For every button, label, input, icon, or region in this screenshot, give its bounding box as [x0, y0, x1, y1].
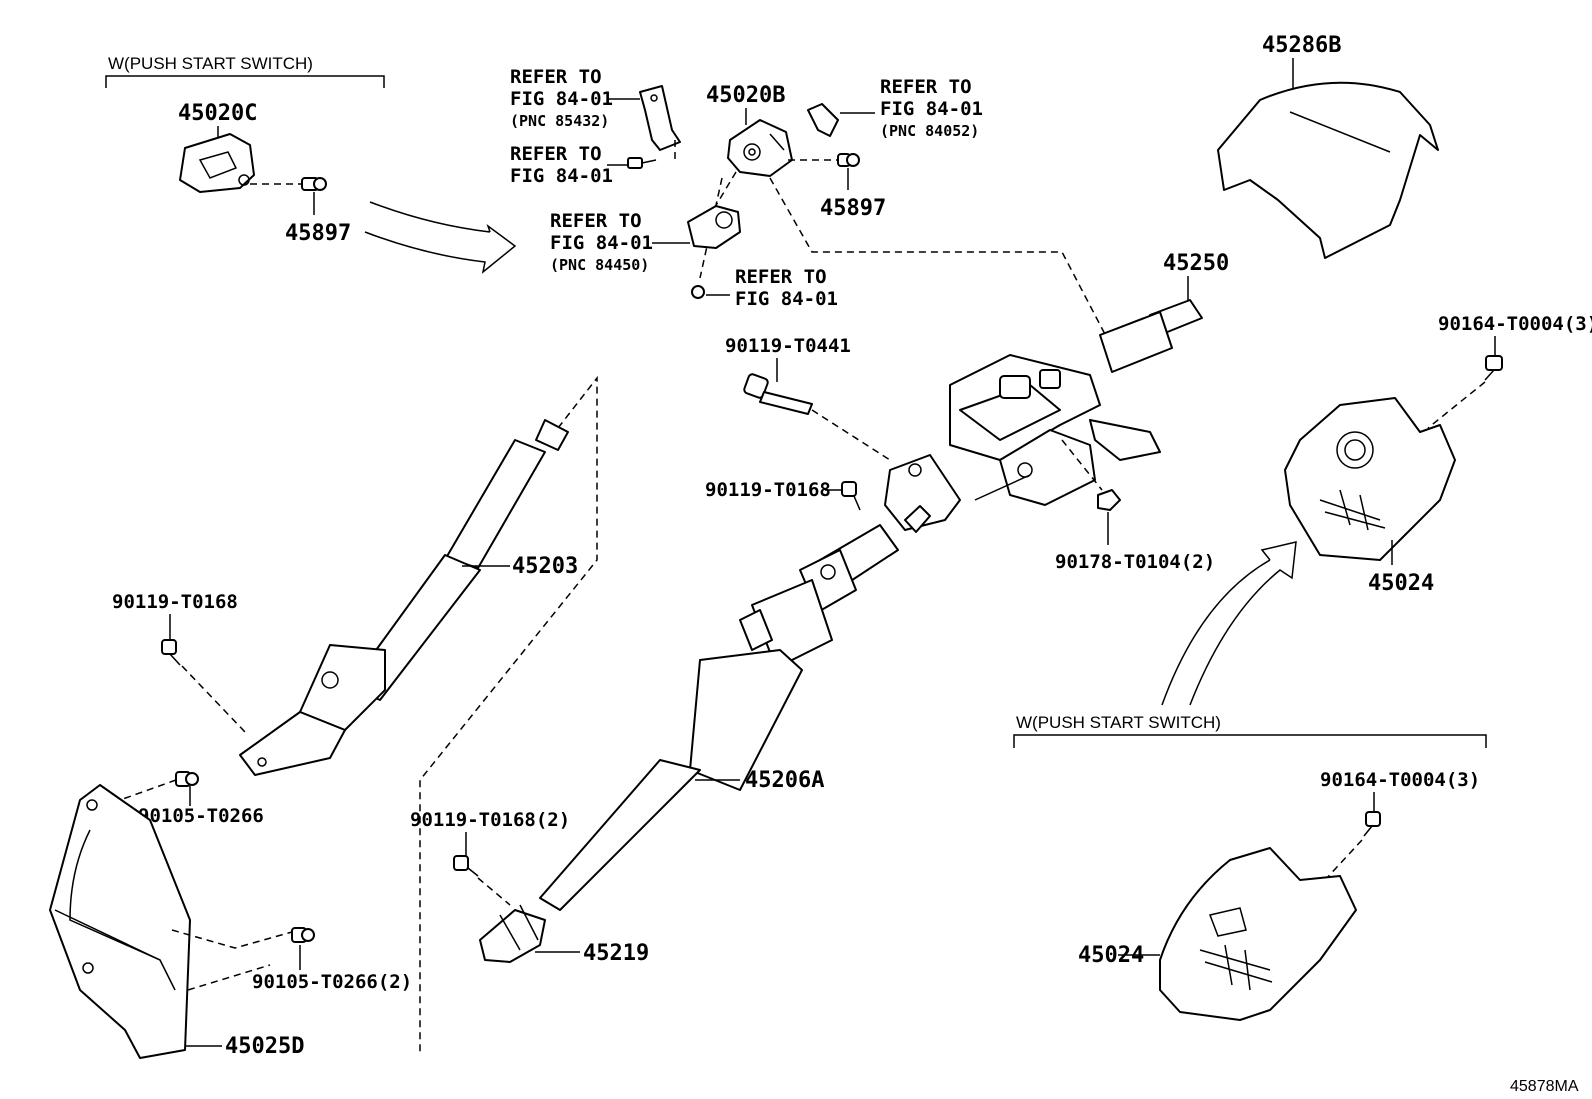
clamp-45219-group: 90119-T0168(2) 45219 [410, 809, 649, 966]
push-start-switch-note-bottom: W(PUSH START SWITCH) [1016, 713, 1221, 732]
part-switch-84052[interactable] [807, 103, 839, 137]
part-45025D-column-boot[interactable] [49, 784, 191, 1059]
arrow-curved-top [364, 201, 517, 274]
shaft-45206A-group: 45206A [539, 524, 899, 911]
label-90164-T0004-a: 90164-T0004(3) [1438, 313, 1592, 335]
refer-group-top: REFER TO FIG 84-01 (PNC 85432) REFER TO … [510, 66, 1109, 341]
bolt-90119-T0168-c[interactable] [453, 855, 479, 877]
refer-2-line2: FIG 84-01 [510, 165, 613, 187]
figure-code: 45878MA [1510, 1078, 1579, 1095]
part-45020B[interactable] [727, 119, 793, 177]
part-45250-steering-column[interactable] [884, 299, 1203, 533]
refer-4-line1: REFER TO [735, 266, 827, 288]
bolt-90119-T0168-b-group: 90119-T0168 [112, 591, 246, 733]
label-45206A: 45206A [745, 768, 824, 793]
refer-2-line1: REFER TO [510, 143, 602, 165]
bolt-90164-T0004-a[interactable] [1484, 355, 1503, 381]
refer-1-pnc: (PNC 85432) [510, 112, 609, 130]
bolt-90164-T0004-b[interactable] [1363, 811, 1381, 837]
part-sensor-85432[interactable] [639, 85, 681, 151]
label-45020C: 45020C [178, 101, 257, 126]
bolt-45897-a[interactable] [301, 177, 327, 191]
label-90119-T0168-a: 90119-T0168 [705, 479, 831, 501]
arrow-curved-right [1161, 541, 1297, 706]
column-45250-group: 45250 90178-T0104(2) [884, 251, 1229, 573]
label-45897-b: 45897 [820, 196, 886, 221]
label-45025D: 45025D [225, 1034, 304, 1059]
bracket-bottom [1013, 734, 1487, 748]
label-90119-T0168-c: 90119-T0168(2) [410, 809, 570, 831]
shaft-45203-group: 45203 [239, 375, 598, 1052]
boot-45025D-group: 90105-T0266 90105-T0266(2) 45025D [49, 771, 412, 1059]
push-start-switch-group-top: W(PUSH START SWITCH) 45020C 45897 [105, 54, 517, 274]
bolt-90105-T0266-2[interactable] [291, 927, 315, 943]
push-start-switch-note-top: W(PUSH START SWITCH) [108, 54, 313, 73]
part-45020C[interactable] [179, 133, 255, 193]
bolt-90119-T0168-b[interactable] [161, 639, 181, 666]
refer-3-line1: REFER TO [550, 210, 642, 232]
label-45897-a: 45897 [285, 221, 351, 246]
bolt-45897-b[interactable] [837, 153, 860, 167]
part-45024-lower-cover-a[interactable] [1284, 397, 1456, 561]
refer-1-line2: FIG 84-01 [510, 88, 613, 110]
bolt-90105-T0266[interactable] [175, 771, 199, 787]
label-45203: 45203 [512, 554, 578, 579]
refer-4-line2: FIG 84-01 [735, 288, 838, 310]
refer-3-pnc: (PNC 84450) [550, 256, 649, 274]
label-45250: 45250 [1163, 251, 1229, 276]
bolt-90119-T0168-a-group: 90119-T0168 [705, 479, 861, 511]
refer-3-line2: FIG 84-01 [550, 232, 653, 254]
part-45024-lower-cover-b[interactable] [1159, 847, 1357, 1021]
part-lock-84450[interactable] [687, 205, 741, 249]
cover-45024-a-group: 45024 [1161, 397, 1456, 706]
label-45020B: 45020B [706, 83, 785, 108]
push-start-switch-group-bottom: W(PUSH START SWITCH) 90164-T0004(3) 4502… [1013, 713, 1487, 1021]
part-45203-lower-shaft[interactable] [239, 419, 569, 776]
part-45219-clamp[interactable] [479, 904, 546, 963]
screw-refer-4[interactable] [691, 285, 705, 299]
label-90178-T0104: 90178-T0104(2) [1055, 551, 1215, 573]
label-45286B: 45286B [1262, 33, 1341, 58]
label-45024-b: 45024 [1078, 943, 1144, 968]
refer-5-line1: REFER TO [880, 76, 972, 98]
label-90164-T0004-b: 90164-T0004(3) [1320, 769, 1480, 791]
refer-5-pnc: (PNC 84052) [880, 122, 979, 140]
label-90105-T0266: 90105-T0266 [138, 805, 264, 827]
refer-1-line1: REFER TO [510, 66, 602, 88]
label-45024-a: 45024 [1368, 571, 1434, 596]
bolt-90119-T0441-group: 90119-T0441 [725, 335, 891, 461]
bolt-90119-T0441[interactable] [743, 373, 813, 415]
bracket-top [105, 75, 385, 88]
bolt-90164-T0004-a-group: 90164-T0004(3) [1427, 313, 1592, 429]
bolt-90119-T0168-a[interactable] [841, 481, 861, 511]
cover-45286B-group: 45286B [1217, 33, 1439, 259]
nut-90178-T0104[interactable] [1097, 489, 1121, 511]
part-45206A-intermediate-shaft[interactable] [539, 524, 899, 911]
label-90119-T0168-b: 90119-T0168 [112, 591, 238, 613]
label-45219: 45219 [583, 941, 649, 966]
label-90105-T0266-2: 90105-T0266(2) [252, 971, 412, 993]
label-90119-T0441: 90119-T0441 [725, 335, 851, 357]
screw-refer-2[interactable] [627, 157, 657, 169]
part-45286B-upper-cover[interactable] [1217, 81, 1439, 259]
refer-5-line2: FIG 84-01 [880, 98, 983, 120]
